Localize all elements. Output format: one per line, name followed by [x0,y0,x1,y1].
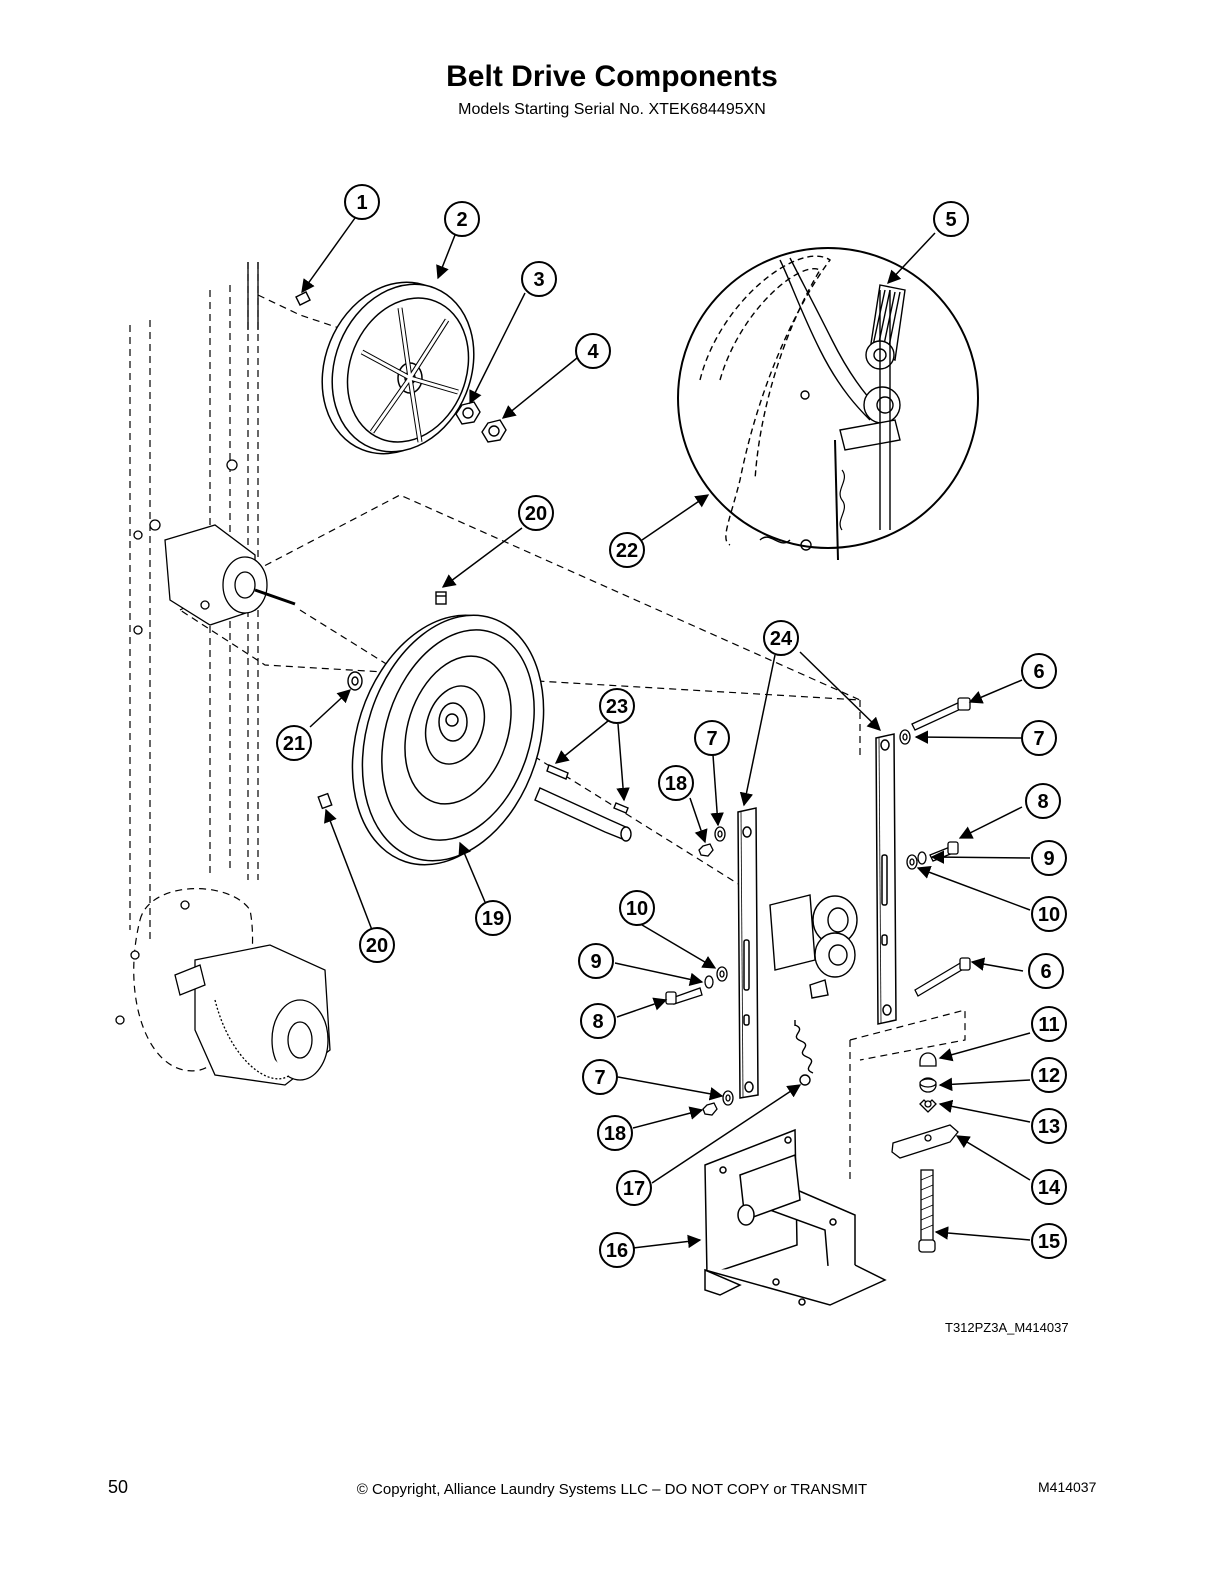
callout-9-right-text: 9 [1043,848,1054,870]
callout-20-upper: 20 [518,495,554,531]
callout-8-left-text: 8 [592,1011,603,1033]
callout-18-lower: 18 [597,1115,633,1151]
callout-7-right-text: 7 [1033,728,1044,750]
callouts: 1 2 3 4 5 6 6 7 7 7 7 8 8 9 9 10 10 11 1… [276,184,1067,1268]
callout-23: 23 [599,688,635,724]
callout-12-text: 12 [1038,1065,1060,1087]
callout-9-right: 9 [1031,840,1067,876]
callout-2-text: 2 [456,209,467,231]
callout-4: 4 [575,333,611,369]
callout-15: 15 [1031,1223,1067,1259]
callout-9-left-text: 9 [590,951,601,973]
callout-7-lower: 7 [582,1059,618,1095]
page-title: Belt Drive Components [446,60,778,93]
copyright-notice: © Copyright, Alliance Laundry Systems LL… [356,1481,868,1498]
callout-11-text: 11 [1038,1014,1059,1036]
callout-22-text: 22 [616,540,638,562]
callout-18-upper-text: 18 [665,773,687,795]
callout-10-left-text: 10 [626,898,648,920]
callout-3: 3 [521,261,557,297]
callout-5: 5 [933,201,969,237]
callout-10-left: 10 [619,890,655,926]
shaft-hardware [317,591,632,842]
callout-9-left: 9 [578,943,614,979]
callout-13-text: 13 [1038,1116,1060,1138]
callout-8-right: 8 [1025,783,1061,819]
callout-7-upper-text: 7 [706,728,717,750]
callout-11: 11 [1031,1006,1067,1042]
callout-5-text: 5 [945,209,956,231]
adjuster-hardware [891,1052,959,1253]
callout-2: 2 [444,201,480,237]
callout-19: 19 [475,900,511,936]
callout-24-text: 24 [770,628,793,650]
callout-6-lower: 6 [1028,953,1064,989]
callout-22: 22 [609,532,645,568]
lower-pulley [351,614,545,866]
callout-7-lower-text: 7 [594,1067,605,1089]
callout-21: 21 [276,725,312,761]
leader-lines [301,217,1031,1249]
motor-assembly [115,459,331,1086]
callout-13: 13 [1031,1108,1067,1144]
mounting-bracket [704,1128,887,1306]
callout-1: 1 [344,184,380,220]
callout-16-text: 16 [606,1240,628,1262]
bolts-and-washers [665,697,971,1116]
callout-16: 16 [599,1232,635,1268]
page-subtitle: Models Starting Serial No. XTEK684495XN [458,101,766,118]
callout-6-upper-text: 6 [1033,661,1044,683]
callout-6-upper: 6 [1021,653,1057,689]
callout-19-text: 19 [482,908,504,930]
callout-20-lower: 20 [359,927,395,963]
spring [794,1020,814,1086]
callout-3-text: 3 [533,269,544,291]
callout-4-text: 4 [587,341,599,363]
callout-7-right: 7 [1021,720,1057,756]
callout-8-right-text: 8 [1037,791,1048,813]
callout-1-text: 1 [356,192,367,214]
callout-24: 24 [763,620,799,656]
callout-6-lower-text: 6 [1040,961,1051,983]
callout-10-right: 10 [1031,896,1067,932]
callout-17-text: 17 [623,1178,645,1200]
frame-solid-lines [247,262,259,330]
callout-18-lower-text: 18 [604,1123,626,1145]
callout-10-right-text: 10 [1038,904,1060,926]
callout-23-text: 23 [606,696,628,718]
callout-8-left: 8 [580,1003,616,1039]
inset-detail [677,247,979,561]
callout-14: 14 [1031,1169,1067,1205]
callout-20-lower-text: 20 [366,935,388,957]
callout-14-text: 14 [1038,1177,1061,1199]
callout-12: 12 [1031,1057,1067,1093]
idler-pulley-assembly [769,894,858,999]
document-number: M414037 [1038,1479,1097,1495]
callout-21-text: 21 [283,733,305,755]
upper-pulley [321,281,475,455]
callout-17: 17 [616,1170,652,1206]
callout-18-upper: 18 [658,765,694,801]
idler-arms [737,733,897,1099]
small-hardware-upper [295,291,507,443]
drawing-code: T312PZ3A_M414037 [945,1320,1069,1335]
page-number: 50 [108,1477,129,1497]
callout-15-text: 15 [1038,1231,1060,1253]
callout-7-upper: 7 [694,720,730,756]
callout-20-upper-text: 20 [525,503,547,525]
